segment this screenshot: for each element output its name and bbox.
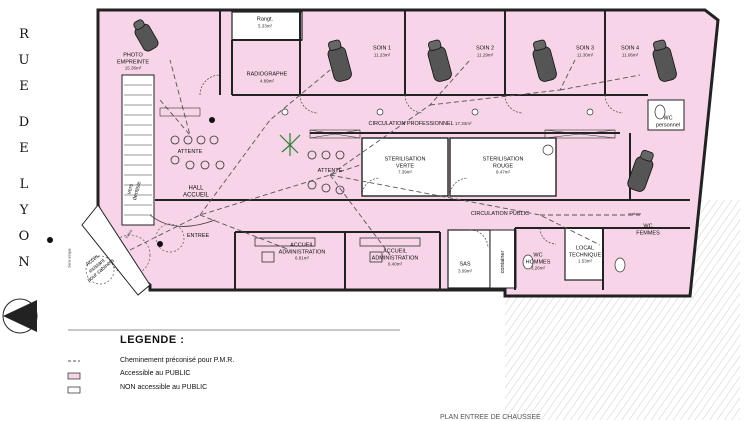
sanitary-fixtures <box>281 104 666 273</box>
circulation-public: CIRCULATION PUBLIC <box>470 210 530 217</box>
vestiaire-label: vestiaire <box>628 212 642 216</box>
street-letter: Y <box>19 203 31 218</box>
street-letter: O <box>18 229 32 244</box>
neighbouring-hatched-area <box>505 296 740 420</box>
sens-unique-label: Sens unique <box>67 248 72 268</box>
plant-icon <box>279 133 301 156</box>
street-letter: U <box>18 53 32 68</box>
circulation-professionnel: CIRCULATION PROFESSIONNEL 17.33m² <box>368 120 472 127</box>
street-letter: L <box>19 177 31 192</box>
door-swings <box>199 74 624 249</box>
street-letter: E <box>19 79 31 94</box>
entrance-arcs <box>85 223 185 285</box>
north-arrow-icon <box>2 298 38 334</box>
legend-swatch-white <box>67 386 81 394</box>
ramp <box>81 204 151 296</box>
zone-container <box>489 229 517 289</box>
street-letter: E <box>19 141 31 156</box>
room-container: container <box>499 250 506 274</box>
interior-walls <box>155 10 690 290</box>
legend-swatch-pink <box>67 372 81 380</box>
zone-entree: ENTREE <box>186 232 210 239</box>
zone-wc-personnel <box>647 99 685 131</box>
room-wc-personnel: WC personnel <box>655 115 681 129</box>
zone-local-technique <box>564 227 604 281</box>
zone-sterilisation-rouge <box>449 137 557 197</box>
zone-hall-accueil: HALL ACCUEIL <box>182 185 210 199</box>
waiting-chairs <box>170 135 345 195</box>
plan-title-footer: PLAN ENTREE DE CHAUSSEE <box>440 414 541 421</box>
zone-sterilisation-verte <box>361 137 449 197</box>
street-letter: N <box>18 255 32 270</box>
room-rangement: Rangt.5.33m² <box>256 16 274 29</box>
zone-stair <box>121 74 155 226</box>
stair-treads <box>124 84 152 216</box>
reception-desks <box>149 214 421 263</box>
zone-sas <box>447 229 491 289</box>
zone-rangement <box>231 11 303 41</box>
street-letter: D <box>18 115 32 130</box>
neighbouring-hatched-area <box>690 200 740 296</box>
room-wc-femmes: WC FEMMES <box>636 223 660 237</box>
zone-attente-1: ATTENTE <box>177 148 203 155</box>
cabinet-counters <box>159 107 616 139</box>
zone-attente-2: ATTENTE <box>317 167 343 174</box>
legend-title: LEGENDE : <box>120 334 185 346</box>
accessibility-markers <box>47 117 215 247</box>
dental-chairs <box>133 19 677 192</box>
pmr-path <box>129 59 641 256</box>
street-letter: R <box>19 27 31 42</box>
